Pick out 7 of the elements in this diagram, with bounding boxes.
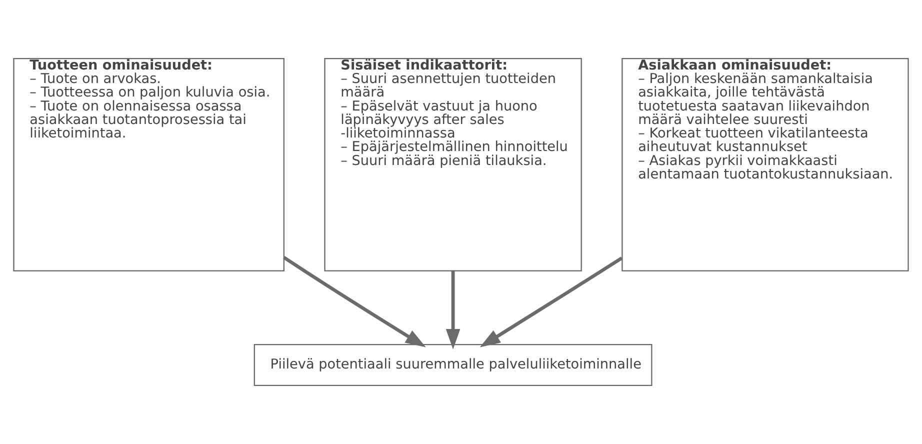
arrow (283, 256, 426, 348)
node-box: Asiakkaan ominaisuudet: – Paljon keskenään samankaltaisia asiakkaita, joille tehtävästä tuotetuesta saatavan liikevaihdon määrä vaihtelee suuresti – Korkeat tuotteen vikatilanteesta aiheutuvat kustannukset – Asiakas pyrkii voimakkaasti alentamaan tuotantokustannuksiaan. (622, 58, 909, 272)
arrow (446, 270, 460, 350)
node-box: Tuotteen ominaisuudet: – Tuote on arvokas. – Tuotteessa on paljon kuluvia osia. – Tuote on olennaisessa osassa asiakkaan tuotantoprosessia tai liiketoimintaa. (13, 58, 284, 272)
node-box: Piilevä potentiaali suuremmalle palveluliiketoiminnalle (254, 344, 652, 386)
arrow (480, 256, 623, 348)
node-box: Sisäiset indikaattorit: – Suuri asennettujen tuotteiden määrä – Epäselvät vastuut ja huono läpinäkyvyys after sales -liiketoiminnassa – Epäjärjestelmällinen hinnoittelu – Suuri määrä pieniä tilauksia. (324, 58, 582, 272)
